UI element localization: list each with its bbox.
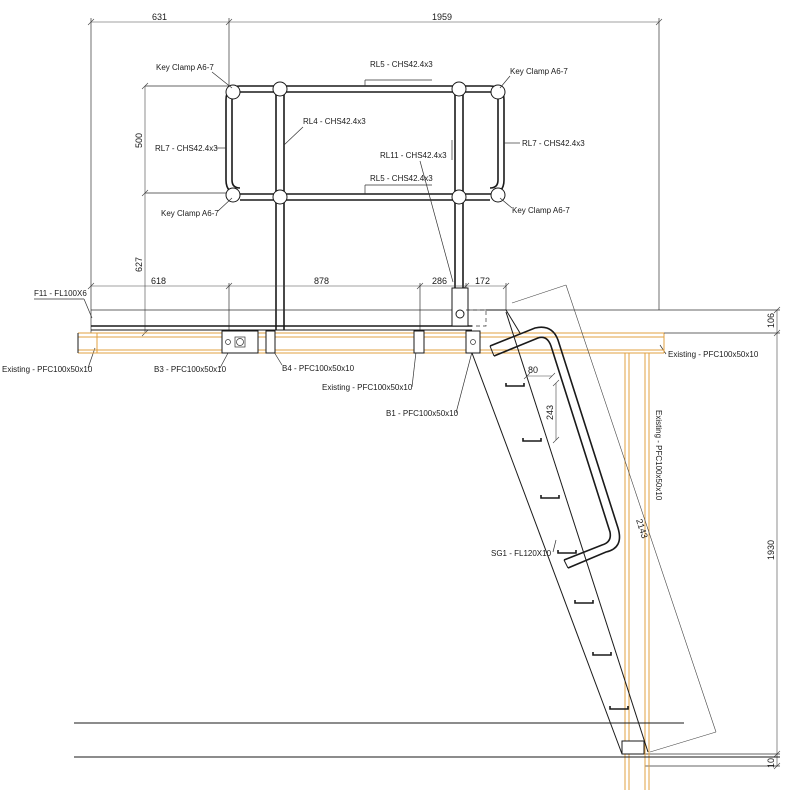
- reference-frame: [90, 18, 660, 333]
- label-rl5-mid: RL5 - CHS42.4x3: [370, 174, 433, 183]
- ladder-treads: [505, 383, 629, 710]
- label-b3: B3 - PFC100x50x10: [154, 365, 227, 374]
- dim-878: 878: [314, 276, 329, 286]
- right-dimensions: 106 1930 10: [645, 306, 781, 770]
- dim-106: 106: [766, 313, 776, 328]
- dim-627: 627: [134, 257, 144, 272]
- label-f11: F11 - FL100X6: [34, 289, 87, 298]
- dim-618: 618: [151, 276, 166, 286]
- key-clamp-top-post-right: [451, 81, 467, 97]
- key-clamp-mid-post-left: [272, 189, 288, 205]
- dim-631: 631: [152, 12, 167, 22]
- key-clamp-bottom-right: [490, 187, 506, 203]
- ladder: 2143 80 243: [471, 284, 717, 755]
- dim-172: 172: [475, 276, 490, 286]
- label-b4: B4 - PFC100x50x10: [282, 364, 355, 373]
- beam-existing-mid: [413, 330, 425, 354]
- dim-286: 286: [432, 276, 447, 286]
- label-existing-left: Existing - PFC100x50x10: [2, 365, 93, 374]
- ladder-base: [621, 740, 645, 755]
- beam-b4: [265, 330, 276, 354]
- label-rl7-right: RL7 - CHS42.4x3: [522, 139, 585, 148]
- dim-2143: 2143: [634, 518, 650, 540]
- dim-1959: 1959: [432, 12, 452, 22]
- ladder-handrail: [489, 326, 621, 569]
- label-existing-mid: Existing - PFC100x50x10: [322, 383, 413, 392]
- post-base: [451, 287, 469, 327]
- label-b1: B1 - PFC100x50x10: [386, 409, 459, 418]
- beam-b1: [465, 330, 481, 354]
- key-clamp-mid-post-right: [451, 189, 467, 205]
- annotations: Key Clamp A6-7 Key Clamp A6-7 Key Clamp …: [2, 60, 759, 558]
- label-existing-vert: Existing - PFC100x50x10: [654, 410, 663, 501]
- label-rl5-top: RL5 - CHS42.4x3: [370, 60, 433, 69]
- label-rl11: RL11 - CHS42.4x3: [380, 151, 447, 160]
- deck-structure: [77, 287, 780, 354]
- beam-b3: [221, 330, 259, 354]
- dim-10: 10: [766, 758, 776, 768]
- key-clamp-top-right: [490, 84, 506, 100]
- label-key-clamp-tl: Key Clamp A6-7: [156, 63, 214, 72]
- dim-243: 243: [545, 405, 555, 420]
- key-clamps: [225, 81, 506, 205]
- top-dimensions: 631 1959: [87, 12, 663, 26]
- dim-80: 80: [528, 365, 538, 375]
- dim-1930: 1930: [766, 540, 776, 560]
- existing-vertical-column: [624, 353, 650, 790]
- ground-lines: [74, 722, 780, 758]
- label-sg1: SG1 - FL120X10: [491, 549, 552, 558]
- label-key-clamp-br: Key Clamp A6-7: [512, 206, 570, 215]
- key-clamp-top-post-left: [272, 81, 288, 97]
- label-key-clamp-bl: Key Clamp A6-7: [161, 209, 219, 218]
- label-rl7-left: RL7 - CHS42.4x3: [155, 144, 218, 153]
- deck-dimensions: 618 878 286 172: [87, 276, 510, 330]
- label-rl4: RL4 - CHS42.4x3: [303, 117, 366, 126]
- dim-500: 500: [134, 133, 144, 148]
- key-clamp-bottom-left: [225, 187, 241, 203]
- label-key-clamp-tr: Key Clamp A6-7: [510, 67, 568, 76]
- label-existing-right: Existing - PFC100x50x10: [668, 350, 759, 359]
- key-clamp-top-left: [225, 84, 241, 100]
